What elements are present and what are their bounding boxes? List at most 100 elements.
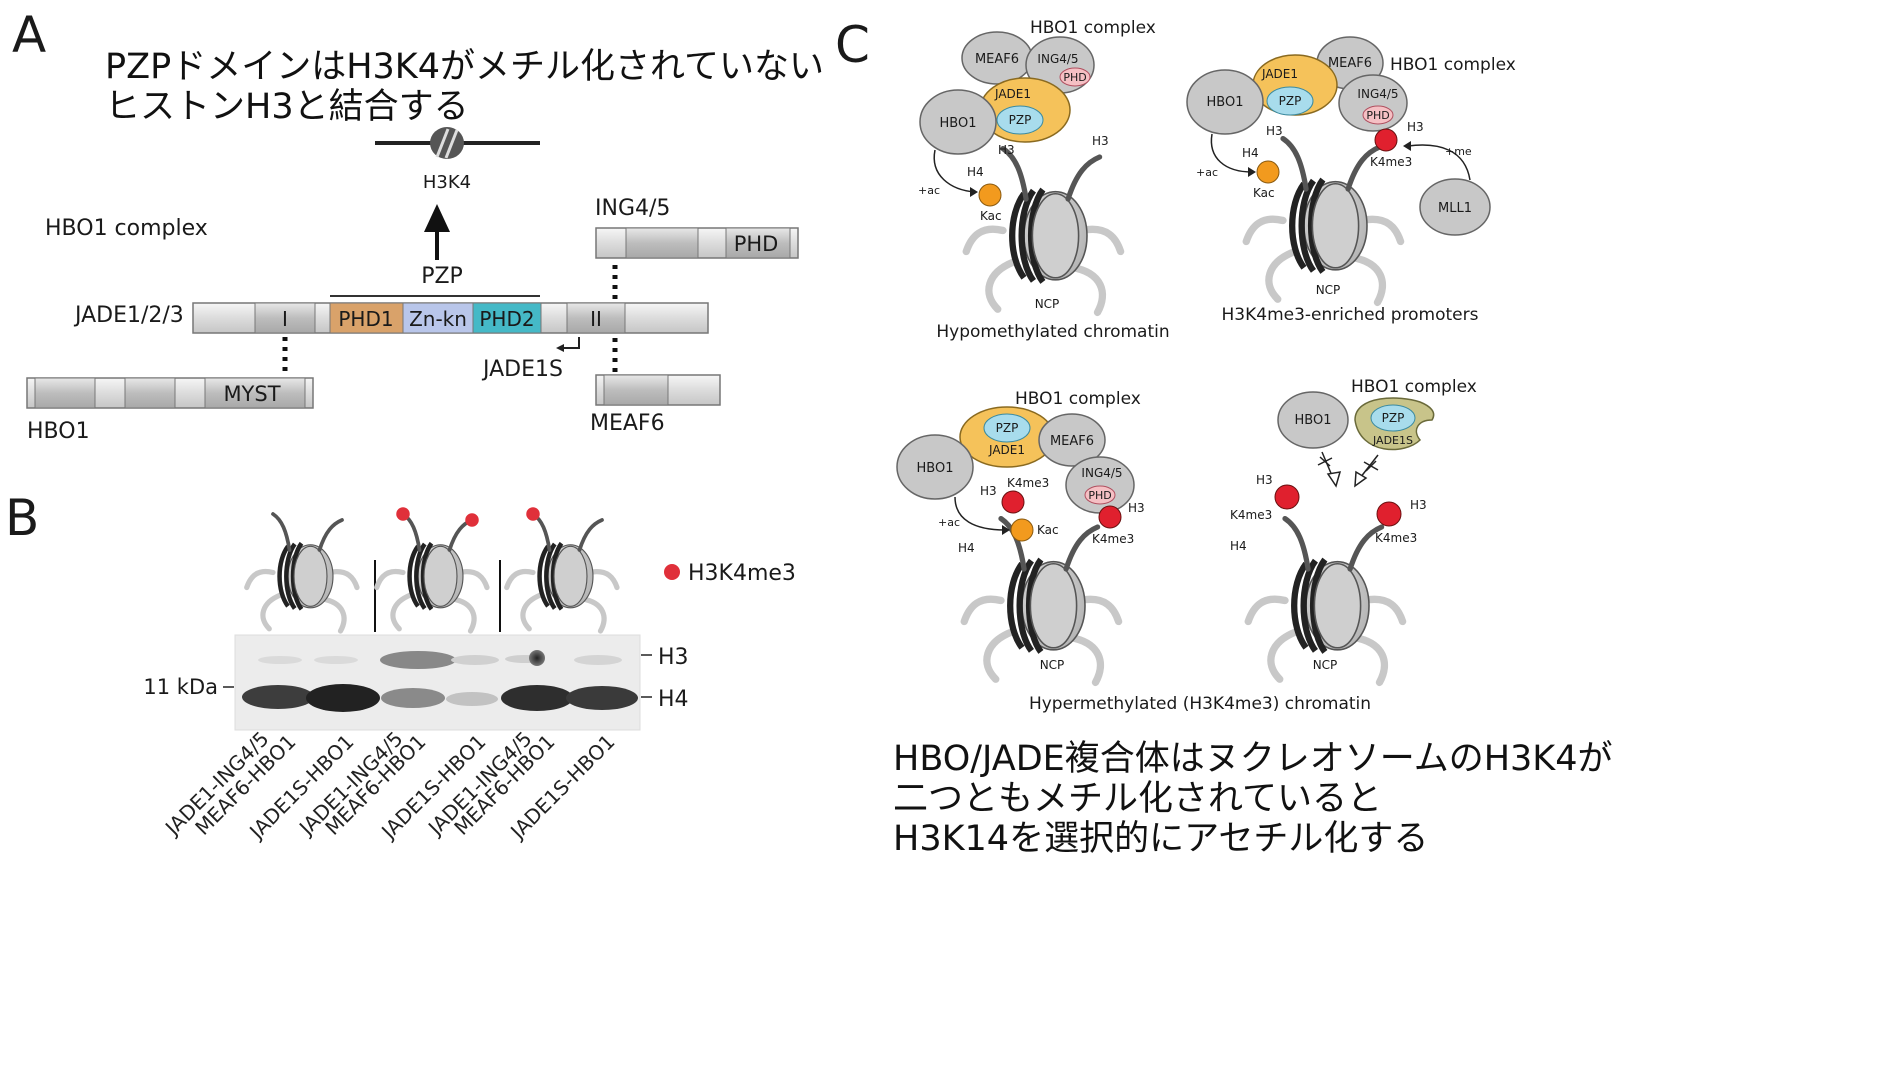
h3-label: H3 [980,484,997,498]
meaf6-label: MEAF6 [590,411,665,436]
acetylation-arrow [954,496,1006,531]
pzp-label: PZP [421,264,463,289]
panel-a-caption-line2: ヒストンH3と結合する [105,87,469,127]
jade-domain-i [254,302,316,334]
ac-label: +ac [938,516,960,529]
meaf6-label: MEAF6 [975,52,1019,67]
h3-label: H3 [1256,473,1273,487]
nucleosome-h3k4me3-single [507,507,617,631]
jade-label: JADE1/2/3 [73,303,184,328]
jade1s-marker [562,337,580,349]
phd-domain [1084,485,1116,505]
diagram-hypermethylated-complete: HBO1 complex PZP JADE1 MEAF6 HBO1 ING4/5… [896,389,1145,682]
panel-a-letter: A [12,6,46,64]
h3-band [574,655,622,665]
jade-domain-i-label: I [282,307,288,331]
ac-label: +ac [1196,166,1218,179]
mll1-label: MLL1 [1438,201,1472,216]
jade-domain-ii [566,302,626,334]
panel-b: B H3K4me3 [5,489,796,845]
complex-label: HBO1 complex [1015,389,1141,409]
h3-label: H3 [1410,498,1427,512]
h4-band [501,685,573,711]
subtitle-h3k4me3-promoters: H3K4me3-enriched promoters [1222,305,1479,325]
nucleosome-h3k4me3-both [377,507,487,631]
meaf6-label: MEAF6 [1050,434,1094,449]
complex-label: HBO1 complex [1030,18,1156,38]
jade1-label: JADE1 [994,87,1031,101]
k4me3-mark [1376,501,1402,527]
blot-artifact [529,650,545,666]
hbo1-subunit [1186,69,1264,135]
h4-band [306,684,380,712]
jade-domain-phd1 [329,302,404,334]
jade-domain-phd1-label: PHD1 [338,307,393,331]
methylation-arrow [1407,144,1471,181]
complex-label: HBO1 complex [1351,377,1477,397]
panel-c-caption-line3: H3K14を選択的にアセチル化する [893,819,1428,859]
pzp-label: PZP [1382,411,1405,425]
band-h3-label: H3 [658,645,689,670]
kac-mark [1010,518,1034,542]
pzp-domain [996,105,1044,135]
band-h4-label: H4 [658,687,689,712]
h4-band [242,685,314,709]
jade1s-label: JADE1S [1372,434,1413,447]
kac-label: Kac [1037,523,1059,537]
k4me3-label: K4me3 [1007,476,1049,490]
h3-band [380,651,456,669]
h3-label: H3 [1407,120,1424,134]
panel-a-caption-line1: PZPドメインはH3K4がメチル化されていない [105,47,824,87]
nucleosome-unmodified [247,514,357,631]
h4-label: H4 [1230,539,1247,553]
h3k4me3-mark [526,507,540,521]
ncp-label: NCP [1316,283,1341,297]
hbo1-label: HBO1 [940,116,977,131]
ncp-label: NCP [1035,297,1060,311]
panel-b-letter: B [5,489,39,547]
h3-label: H3 [998,143,1015,157]
diagram-hypomethylated: HBO1 complex MEAF6 ING4/5 PHD JADE1 PZP … [918,18,1170,342]
panel-c-caption-line1: HBO/JADE複合体はヌクレオソームのH3K4が [893,739,1613,779]
h3k4me3-legend-label: H3K4me3 [688,561,796,586]
k4me3-mark [1274,484,1300,510]
mw-marker-label: 11 kDa [143,675,218,699]
diagram-hypermethylated-jade1s: HBO1 complex HBO1 PZP JADE1S H3 K4me3 H4… [1230,377,1477,682]
hbo1-label: HBO1 [27,419,90,444]
diagram-h3k4me3-promoters: HBO1 complex MEAF6 JADE1 PZP ING4/5 PHD … [1186,36,1516,325]
subtitle-hypermethylated: Hypermethylated (H3K4me3) chromatin [1029,694,1371,714]
h4-label: H4 [1242,146,1259,160]
pzp-label: PZP [1009,113,1032,127]
ing-label: ING4/5 [595,196,670,221]
hbo1-label: HBO1 [1295,413,1332,428]
panel-c-caption-line2: 二つともメチル化されていると [893,779,1382,819]
jade-domain-phd2 [472,302,542,334]
phd-label: PHD [1366,109,1389,122]
k4me3-mark [1001,490,1025,514]
jade-domain-phd2-label: PHD2 [479,307,534,331]
ing-label: ING4/5 [1357,87,1398,101]
hbo1-domain-myst-label: MYST [223,382,280,406]
jade1-label: JADE1 [988,443,1025,457]
h3k4me3-mark [396,507,410,521]
k4me3-label: K4me3 [1370,155,1412,169]
pzp-label: PZP [1279,94,1302,108]
kac-label: Kac [980,209,1002,223]
h3-band [258,656,302,664]
kac-mark [1256,160,1280,184]
k4me3-label: K4me3 [1092,532,1134,546]
western-blot [234,634,641,731]
hbo1-complex-label: HBO1 complex [45,216,208,241]
jade1-label: JADE1 [1261,67,1298,81]
me-label: +me [1445,145,1472,158]
h3-band [314,656,358,664]
k4me3-mark [1374,128,1398,152]
meaf6-label: MEAF6 [1328,56,1372,71]
h3-label: H3 [1128,501,1145,515]
pzp-domain [1266,86,1314,116]
h3-label: H3 [1266,124,1283,138]
h3k4me3-mark [465,513,479,527]
panel-a: A PZPドメインはH3K4がメチル化されていない ヒストンH3と結合する H3… [12,6,824,444]
phd-label: PHD [1088,489,1111,502]
